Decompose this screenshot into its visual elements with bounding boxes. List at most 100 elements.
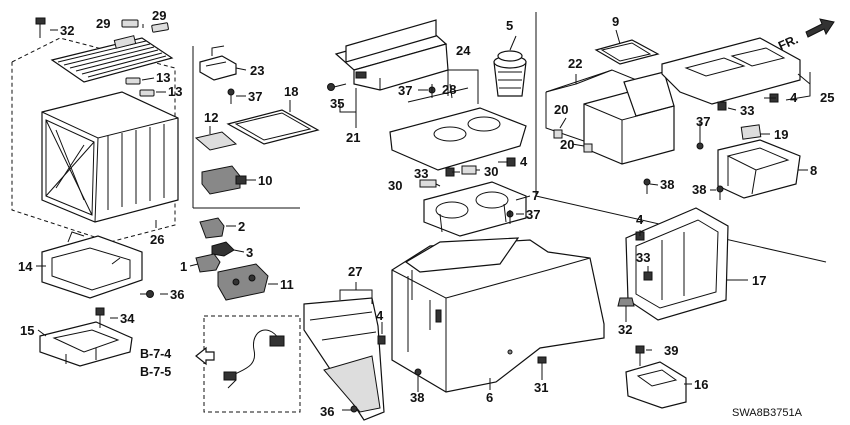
bolt-37-a xyxy=(227,88,235,104)
callout-6: 6 xyxy=(486,390,493,405)
clip-23 xyxy=(199,45,237,81)
callout-7: 7 xyxy=(532,188,539,203)
callout-4a: 4 xyxy=(520,154,528,169)
callout-20b: 20 xyxy=(560,137,574,152)
callout-38c: 38 xyxy=(660,177,674,192)
callout-38a: 38 xyxy=(410,390,424,405)
diagram-code: SWA8B3751A xyxy=(732,407,803,419)
callout-37d: 37 xyxy=(696,114,710,129)
bolt-39 xyxy=(635,345,645,366)
bolt-38-mid xyxy=(643,178,651,194)
cup-tray-7 xyxy=(423,181,527,237)
tray-8 xyxy=(717,139,801,199)
bracket-14 xyxy=(41,231,143,299)
callout-37b: 37 xyxy=(398,83,412,98)
callout-36a: 36 xyxy=(170,287,184,302)
callout-26: 26 xyxy=(150,232,164,247)
callout-9: 9 xyxy=(612,14,619,29)
callout-8: 8 xyxy=(810,163,817,178)
side-panel-27 xyxy=(303,297,385,421)
callout-17: 17 xyxy=(752,273,766,288)
callout-29b: 29 xyxy=(152,8,166,23)
callout-3: 3 xyxy=(246,245,253,260)
callout-25: 25 xyxy=(820,90,834,105)
callout-36b: 36 xyxy=(320,404,334,419)
front-direction-arrow xyxy=(805,18,835,38)
callout-28: 28 xyxy=(442,82,456,97)
bolt-37-c xyxy=(506,210,514,224)
bolt-35 xyxy=(327,83,347,91)
bolt-31 xyxy=(537,356,547,372)
cup-holder-5 xyxy=(493,50,527,97)
callout-10: 10 xyxy=(258,173,272,188)
callout-39: 39 xyxy=(664,343,678,358)
mat-9 xyxy=(594,39,660,65)
wiring-harness-box xyxy=(195,315,301,413)
console-body-6 xyxy=(391,237,605,393)
pad-19 xyxy=(740,124,762,140)
clip-4-left xyxy=(377,335,386,345)
bolt-38-right xyxy=(716,185,724,200)
bezel-25 xyxy=(661,37,801,105)
callout-15: 15 xyxy=(20,323,34,338)
callout-32a: 32 xyxy=(60,23,74,38)
callout-labels: 32 29 29 13 13 26 14 36 34 15 23 37 18 1… xyxy=(18,8,834,419)
callout-2: 2 xyxy=(238,219,245,234)
ref-b-7-5: B-7-5 xyxy=(140,365,171,379)
callout-34: 34 xyxy=(120,311,135,326)
callout-16: 16 xyxy=(694,377,708,392)
switch-10 xyxy=(201,165,247,195)
callout-4b: 4 xyxy=(376,308,384,323)
bracket-16 xyxy=(625,361,687,409)
callout-21: 21 xyxy=(346,130,360,145)
direction-label: FR. xyxy=(776,32,800,53)
bolt-38-center xyxy=(414,368,422,386)
callout-33a: 33 xyxy=(414,166,428,181)
callout-29a: 29 xyxy=(96,16,110,31)
callout-27: 27 xyxy=(348,264,362,279)
callout-31: 31 xyxy=(534,380,548,395)
ref-b-7-4: B-7-4 xyxy=(140,347,171,361)
callout-11: 11 xyxy=(280,277,294,292)
callout-4c: 4 xyxy=(790,90,798,105)
storage-box-assembly xyxy=(11,17,179,243)
callout-18: 18 xyxy=(284,84,298,99)
callout-5: 5 xyxy=(506,18,513,33)
callout-22: 22 xyxy=(568,56,582,71)
bolt-34 xyxy=(95,307,105,328)
switch-1 xyxy=(195,253,221,273)
callout-33c: 33 xyxy=(636,250,650,265)
callout-19: 19 xyxy=(774,127,788,142)
callout-37c: 37 xyxy=(526,207,540,222)
callout-13a: 13 xyxy=(156,70,170,85)
callout-33b: 33 xyxy=(740,103,754,118)
bolt-36-bottom xyxy=(342,405,358,413)
panel-12 xyxy=(194,131,238,151)
switch-3 xyxy=(211,241,235,257)
callout-24: 24 xyxy=(456,43,471,58)
leader-lines xyxy=(36,24,811,392)
box-22 xyxy=(583,71,675,165)
callout-23: 23 xyxy=(250,63,264,78)
bracket-15 xyxy=(39,321,133,367)
callout-38b: 38 xyxy=(692,182,706,197)
callout-35: 35 xyxy=(330,96,344,111)
trim-24 xyxy=(389,87,527,171)
callout-1: 1 xyxy=(180,259,187,274)
callout-30a: 30 xyxy=(484,164,498,179)
panel-11 xyxy=(217,263,269,301)
callout-4d: 4 xyxy=(636,212,644,227)
callout-32b: 32 xyxy=(618,322,632,337)
mat-18 xyxy=(226,109,320,145)
callout-30b: 30 xyxy=(388,178,402,193)
clips-20 xyxy=(553,129,593,153)
bolt-36-left xyxy=(140,290,154,298)
bolt-37-d xyxy=(696,130,704,150)
callout-12: 12 xyxy=(204,110,218,125)
callout-13b: 13 xyxy=(168,84,182,99)
callout-14: 14 xyxy=(18,259,33,274)
callout-37a: 37 xyxy=(248,89,262,104)
callout-20a: 20 xyxy=(554,102,568,117)
grommet-32 xyxy=(617,297,635,314)
